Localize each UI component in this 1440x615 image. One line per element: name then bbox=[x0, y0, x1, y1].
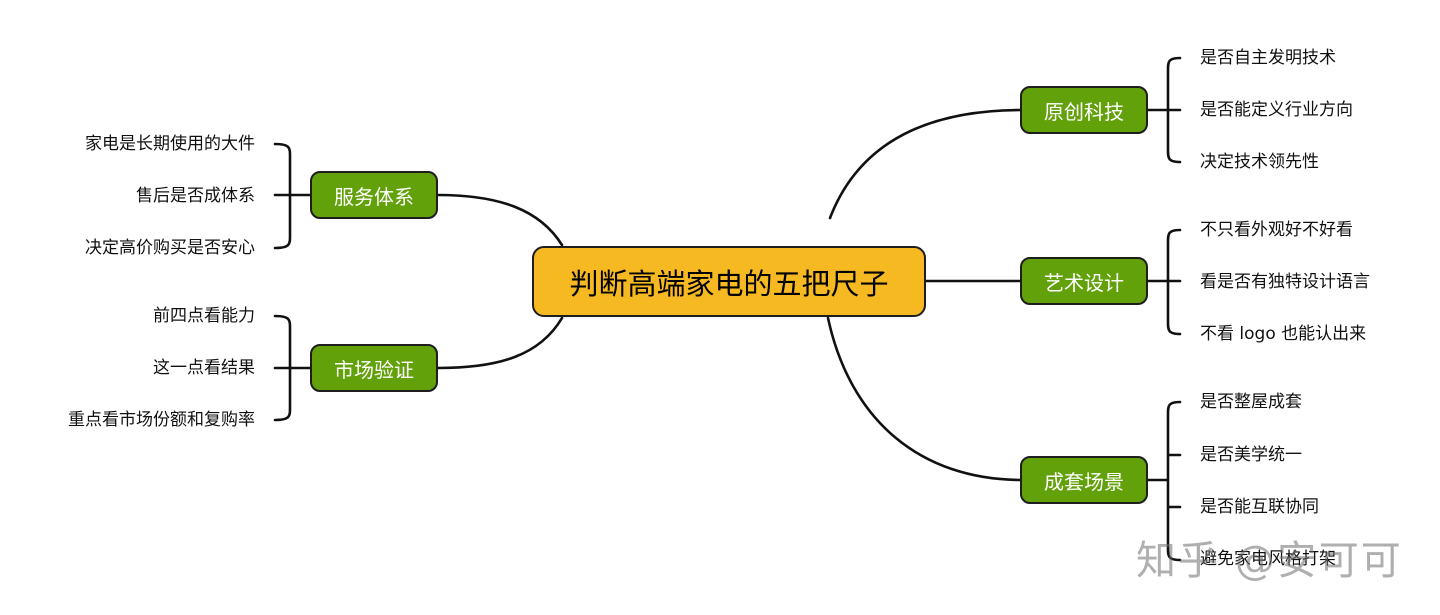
leaf-original-tech-2: 是否能定义行业方向 bbox=[1200, 100, 1353, 120]
leaf-service-system-3: 决定高价购买是否安心 bbox=[85, 238, 255, 258]
leaf-suite-scene-4: 避免家电风格打架 bbox=[1200, 549, 1336, 569]
branch-service-system: 服务体系 bbox=[310, 171, 438, 219]
watermark: 知乎 @安可可 bbox=[1136, 538, 1403, 584]
link-root-suite-scene bbox=[826, 316, 1024, 482]
leaf-art-design-3: 不看 logo 也能认出来 bbox=[1200, 324, 1367, 344]
branch-original-tech: 原创科技 bbox=[1020, 86, 1148, 134]
leaf-suite-scene-2: 是否美学统一 bbox=[1200, 445, 1302, 465]
branch-art-design: 艺术设计 bbox=[1020, 257, 1148, 305]
link-root-service-system bbox=[436, 193, 564, 247]
leaf-art-design-2: 看是否有独特设计语言 bbox=[1200, 272, 1370, 292]
leaf-service-system-1: 家电是长期使用的大件 bbox=[85, 134, 255, 154]
bracket-market-validation bbox=[273, 314, 312, 422]
bracket-suite-scene bbox=[1146, 400, 1182, 562]
leaf-market-validation-2: 这一点看结果 bbox=[153, 358, 255, 378]
leaf-suite-scene-3: 是否能互联协同 bbox=[1200, 497, 1319, 517]
link-root-original-tech bbox=[828, 108, 1024, 220]
root-topic: 判断高端家电的五把尺子 bbox=[532, 246, 926, 317]
leaf-market-validation-1: 前四点看能力 bbox=[153, 306, 255, 326]
leaf-original-tech-3: 决定技术领先性 bbox=[1200, 152, 1319, 172]
branch-suite-scene: 成套场景 bbox=[1020, 456, 1148, 504]
leaf-service-system-2: 售后是否成体系 bbox=[136, 186, 255, 206]
bracket-art-design bbox=[1146, 228, 1182, 336]
leaf-market-validation-3: 重点看市场份额和复购率 bbox=[68, 410, 255, 430]
link-root-market-validation bbox=[436, 316, 564, 370]
leaf-original-tech-1: 是否自主发明技术 bbox=[1200, 48, 1336, 68]
branch-market-validation: 市场验证 bbox=[310, 344, 438, 392]
bracket-original-tech bbox=[1146, 56, 1182, 164]
leaf-suite-scene-1: 是否整屋成套 bbox=[1200, 392, 1302, 412]
bracket-service-system bbox=[273, 142, 312, 250]
leaf-art-design-1: 不只看外观好不好看 bbox=[1200, 220, 1353, 240]
